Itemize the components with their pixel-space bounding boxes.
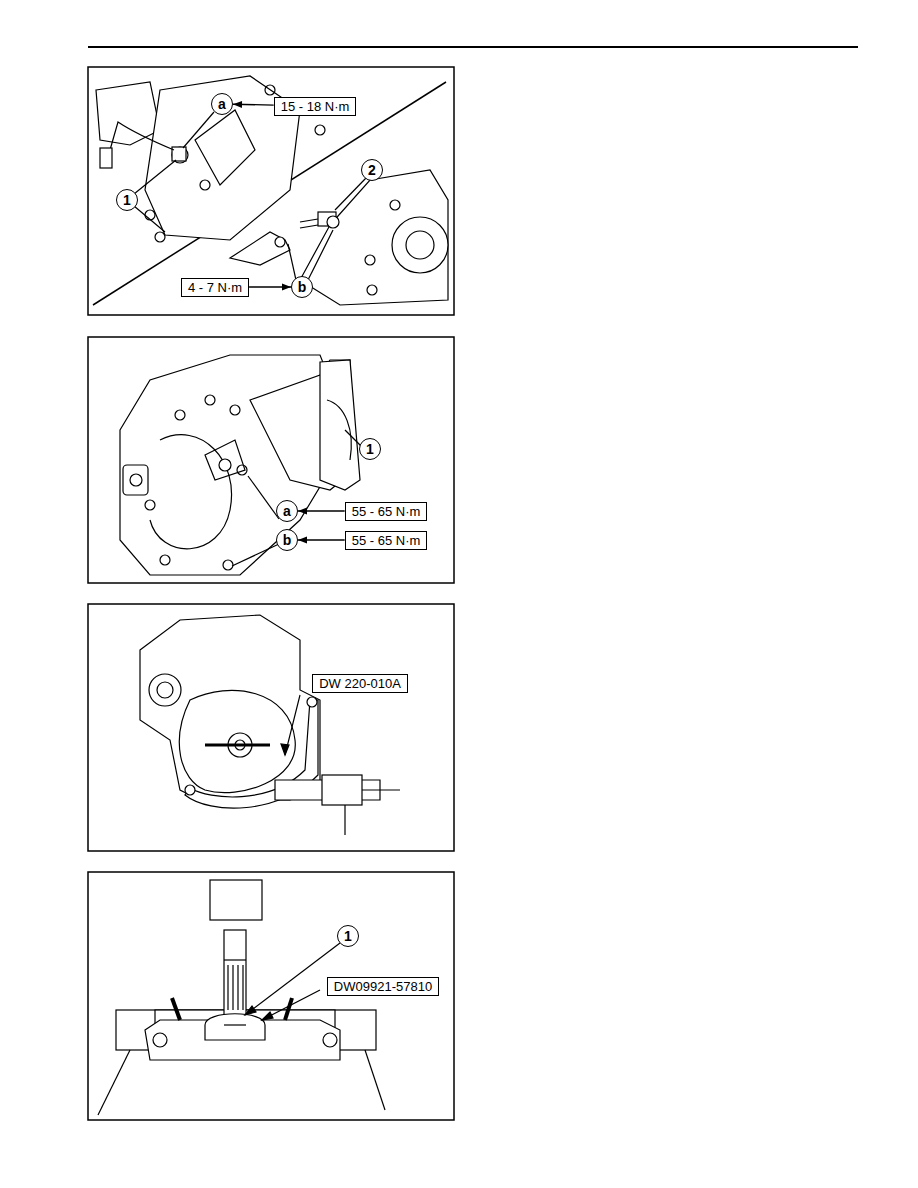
torque-box: 15 - 18 N·m [274,97,357,116]
arrow-connector [249,284,291,291]
callout-circle: 2 [361,159,383,181]
spec-label: 55 - 65 N·m [352,533,421,548]
torque-box: 55 - 65 N·m [345,502,428,521]
arrow-connector [298,537,345,544]
callout-circle: b [276,529,298,551]
callout-letter: b [298,279,307,295]
callout-circle: a [211,93,233,115]
callout-circle: a [276,500,298,522]
callout-letter: a [283,503,291,519]
torque-box: 55 - 65 N·m [345,531,428,550]
callout-circle: 1 [337,925,359,947]
spec-label: 15 - 18 N·m [281,99,350,114]
torque-box: DW09921-57810 [327,977,439,996]
callout-letter: a [218,96,226,112]
callout-circle: b [291,276,313,298]
torque-box: DW 220-010A [312,674,408,693]
callout-circle: 1 [359,438,381,460]
spec-label: 4 - 7 N·m [188,280,242,295]
spec-label: DW09921-57810 [334,979,432,994]
callout-letter: 1 [366,441,374,457]
arrow-connector [298,508,345,515]
callout-letter: 2 [368,162,376,178]
callout-circle: 1 [116,189,138,211]
callout-letter: b [283,532,292,548]
callout-letter: 1 [123,192,131,208]
spec-label: DW 220-010A [319,676,401,691]
arrow-connector [233,101,274,108]
torque-box: 4 - 7 N·m [181,278,249,297]
callout-letter: 1 [344,928,352,944]
spec-label: 55 - 65 N·m [352,504,421,519]
